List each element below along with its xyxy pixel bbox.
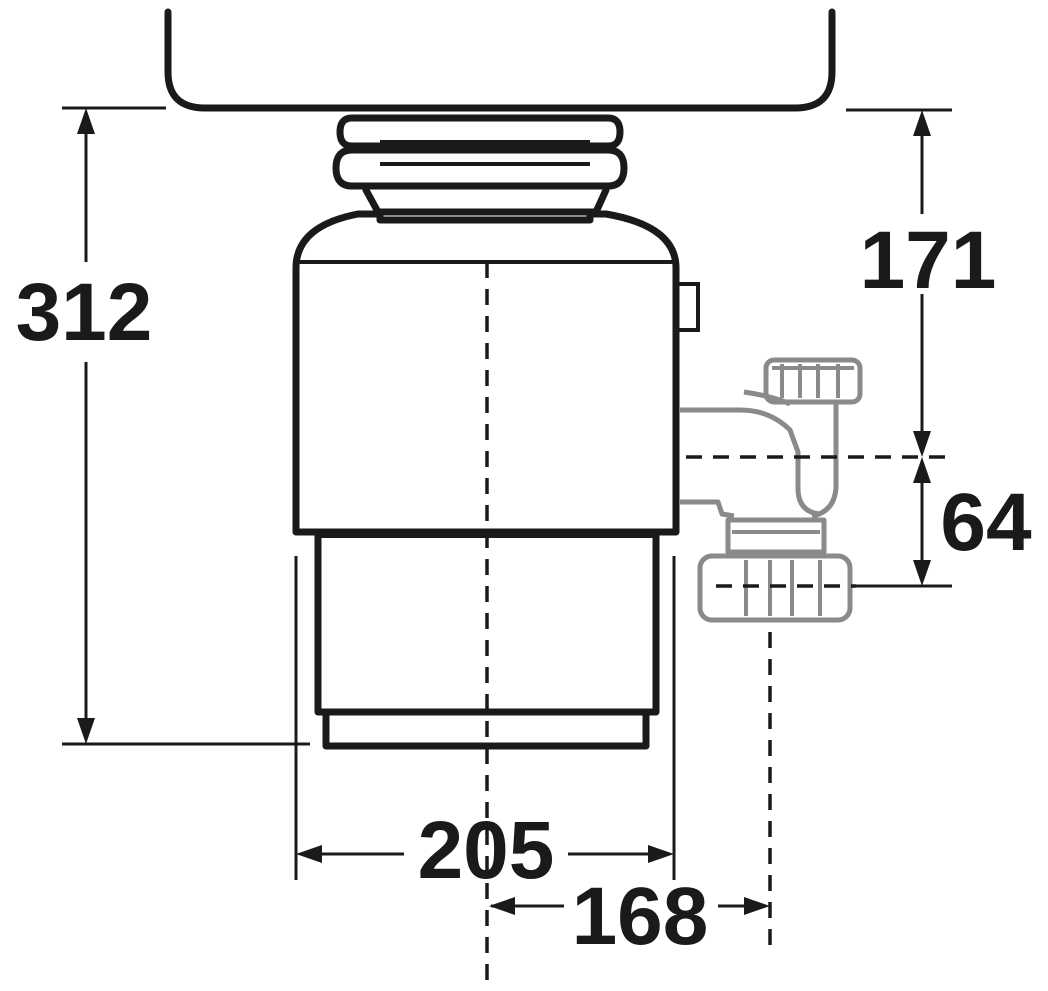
label-body-diameter: 205 — [418, 805, 555, 896]
mounting-flange — [332, 114, 628, 216]
housing-upper — [292, 210, 680, 536]
housing-lower — [314, 530, 660, 716]
label-drain-drop: 64 — [940, 477, 1032, 568]
label-inlet-height: 171 — [860, 215, 997, 306]
dimension-inlet-height — [846, 108, 952, 457]
dimension-overall-height — [62, 106, 310, 746]
housing-bottom — [322, 708, 650, 750]
label-overall-height: 312 — [16, 267, 153, 358]
drain-elbow-fitting — [680, 357, 863, 623]
dimension-outlet-offset — [489, 897, 770, 915]
sink-bowl — [164, 8, 836, 112]
side-switch — [676, 282, 700, 332]
dimension-body-diameter — [294, 556, 676, 880]
label-outlet-offset: 168 — [572, 871, 709, 962]
dimension-drain-drop — [913, 457, 931, 586]
